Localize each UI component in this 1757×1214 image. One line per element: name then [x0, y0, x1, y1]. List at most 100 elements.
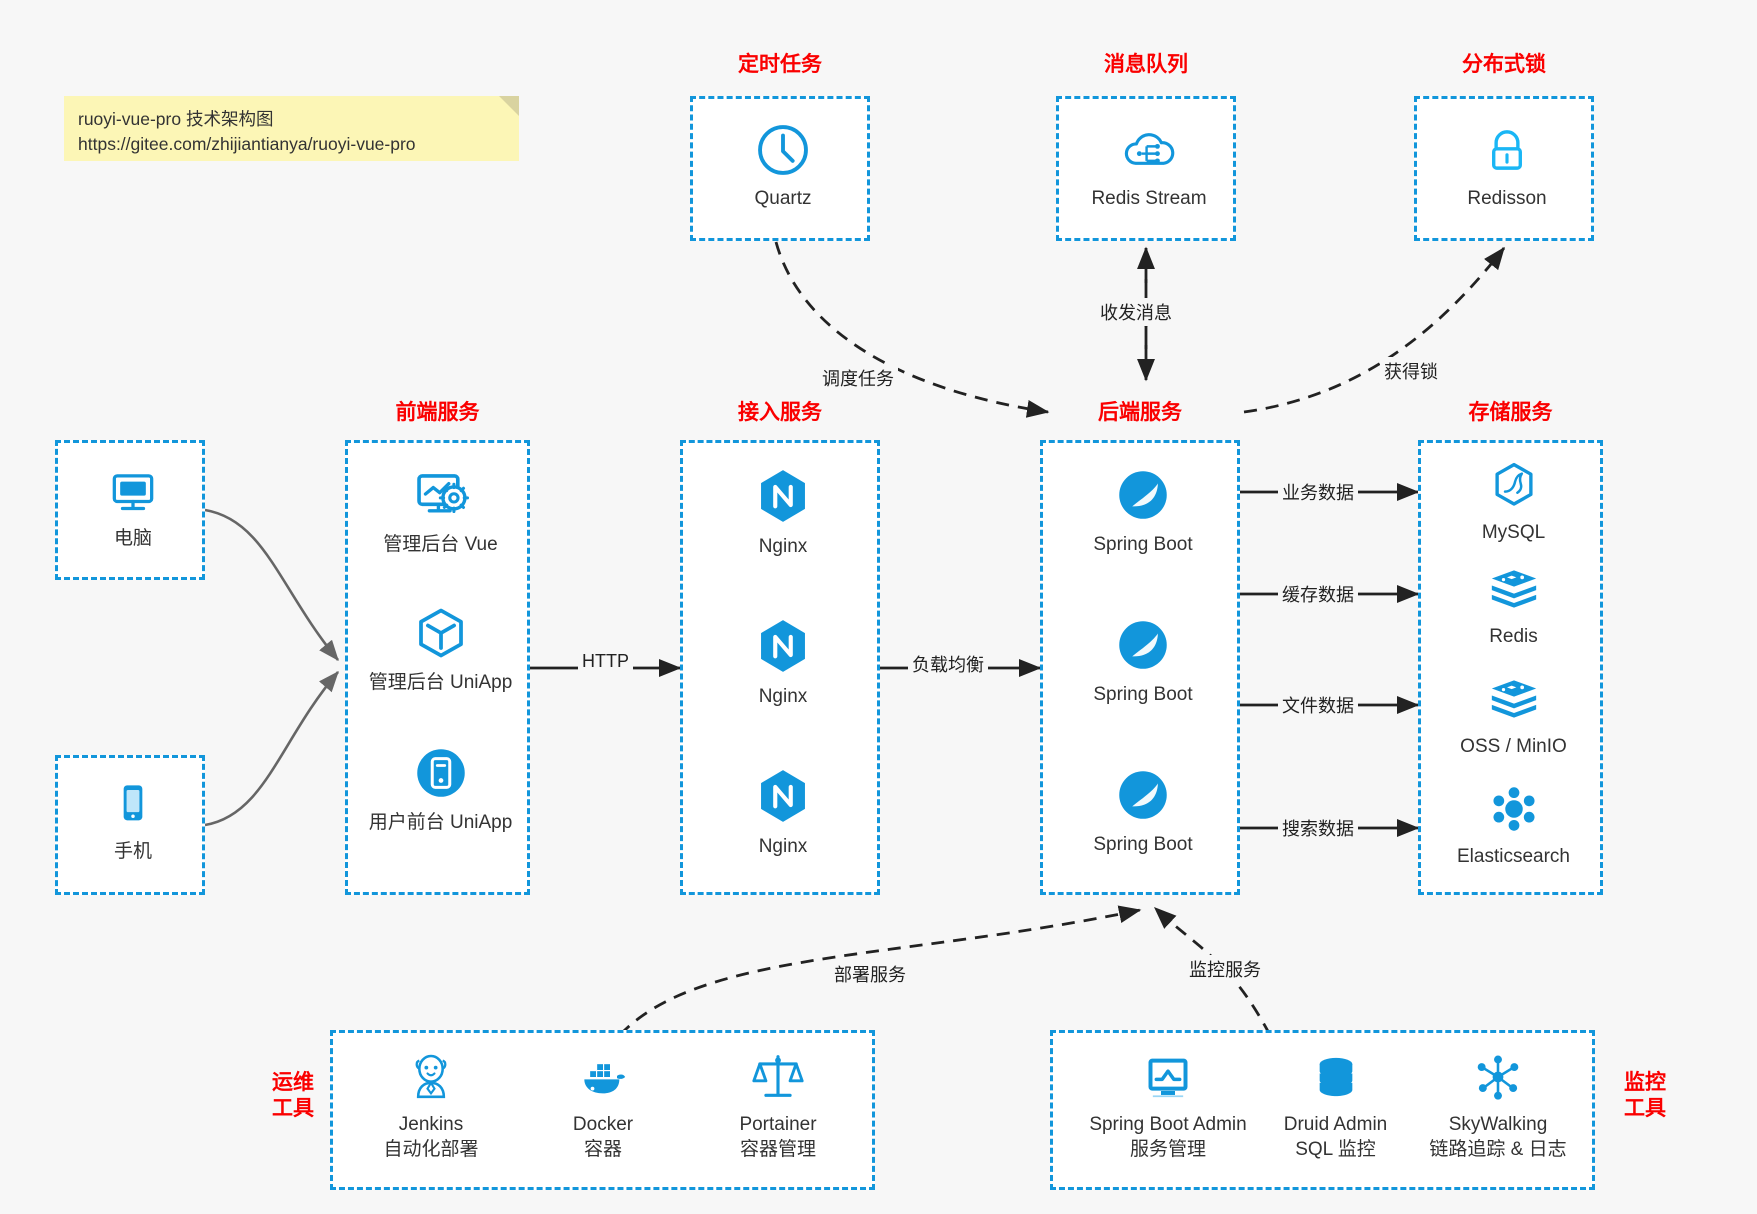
node-sublabel: 链路追踪 & 日志 — [1429, 1138, 1567, 1160]
clock-icon — [758, 125, 808, 175]
node-label: Redisson — [1467, 188, 1547, 209]
group-distributed-lock: Redisson — [1414, 96, 1594, 241]
database-icon — [1319, 1057, 1352, 1097]
node-label: SkyWalking — [1448, 1114, 1548, 1135]
node-spring-boot-1[interactable]: Spring Boot — [1043, 465, 1243, 558]
node-label: Spring Boot — [1093, 834, 1193, 855]
node-label: OSS / MinIO — [1460, 736, 1567, 757]
edge-label-http: HTTP — [578, 650, 633, 673]
node-docker[interactable]: Docker 容器 — [523, 1049, 683, 1162]
node-user-uniapp[interactable]: 用户前台 UniApp — [348, 743, 533, 836]
elasticsearch-icon — [1492, 787, 1535, 831]
node-quartz[interactable]: Quartz — [693, 121, 873, 212]
node-oss-minio[interactable]: OSS / MinIO — [1421, 671, 1606, 760]
node-redisson[interactable]: Redisson — [1417, 121, 1597, 212]
dashboard-gear-icon — [416, 474, 469, 513]
group-title-scheduled-task: 定时任务 — [738, 53, 822, 76]
redis-icon — [1491, 570, 1536, 608]
node-label: Spring Boot — [1093, 534, 1193, 555]
docker-icon — [584, 1064, 626, 1094]
edge-label-load-balance: 负载均衡 — [908, 650, 988, 678]
node-portainer[interactable]: Portainer 容器管理 — [693, 1047, 863, 1162]
node-redis[interactable]: Redis — [1421, 561, 1606, 650]
node-redis-stream[interactable]: Redis Stream — [1059, 121, 1239, 212]
group-gateway: Nginx Nginx Nginx — [680, 440, 880, 895]
nginx-icon — [761, 620, 805, 672]
edge-label-cache-data: 缓存数据 — [1278, 580, 1358, 608]
desktop-icon — [112, 474, 154, 511]
node-desktop[interactable]: 电脑 — [58, 463, 208, 552]
group-devops: Jenkins 自动化部署 Docker 容器 — [330, 1030, 875, 1190]
nginx-icon — [761, 470, 805, 522]
skywalking-icon — [1477, 1055, 1519, 1100]
group-frontend: 管理后台 Vue 管理后台 UniApp 用户前台 UniApp — [345, 440, 530, 895]
node-druid-admin[interactable]: Druid Admin SQL 监控 — [1248, 1049, 1423, 1162]
group-monitoring: Spring Boot Admin 服务管理 Druid Admin SQL 监… — [1050, 1030, 1595, 1190]
node-label: Nginx — [758, 836, 808, 857]
edge-label-file-data: 文件数据 — [1278, 691, 1358, 719]
node-label: 管理后台 Vue — [383, 534, 498, 555]
node-mysql[interactable]: MySQL — [1421, 459, 1606, 546]
node-mobile[interactable]: 手机 — [58, 776, 208, 865]
node-elasticsearch[interactable]: Elasticsearch — [1421, 781, 1606, 870]
node-spring-boot-3[interactable]: Spring Boot — [1043, 765, 1243, 858]
node-spring-boot-2[interactable]: Spring Boot — [1043, 615, 1243, 708]
node-skywalking[interactable]: SkyWalking 链路追踪 & 日志 — [1403, 1049, 1593, 1162]
node-label: Spring Boot — [1093, 684, 1193, 705]
node-admin-vue[interactable]: 管理后台 Vue — [348, 463, 533, 558]
node-label: Nginx — [758, 686, 808, 707]
note-title: ruoyi-vue-pro 技术架构图 — [78, 109, 274, 129]
node-label: 用户前台 UniApp — [368, 812, 513, 833]
edge-label-business-data: 业务数据 — [1278, 478, 1358, 506]
jenkins-icon — [415, 1054, 447, 1099]
node-sublabel: 服务管理 — [1129, 1138, 1206, 1160]
node-label: Jenkins — [398, 1114, 464, 1135]
spring-boot-icon — [1119, 621, 1167, 669]
nginx-icon — [761, 770, 805, 822]
group-title-storage: 存储服务 — [1468, 401, 1553, 424]
node-sublabel: 容器 — [583, 1138, 622, 1160]
node-label: 手机 — [113, 841, 152, 862]
node-sublabel: 容器管理 — [739, 1138, 816, 1160]
diagram-note: ruoyi-vue-pro 技术架构图 https://gitee.com/zh… — [64, 96, 519, 161]
node-spring-boot-admin[interactable]: Spring Boot Admin 服务管理 — [1063, 1049, 1273, 1162]
node-jenkins[interactable]: Jenkins 自动化部署 — [351, 1049, 511, 1162]
node-label: MySQL — [1481, 522, 1546, 543]
oss-minio-icon — [1491, 680, 1536, 718]
edge-label-schedule-task: 调度任务 — [818, 364, 898, 392]
node-label: Spring Boot Admin — [1089, 1114, 1247, 1135]
group-title-backend: 后端服务 — [1098, 401, 1182, 424]
spring-boot-icon — [1119, 471, 1167, 519]
node-label: Nginx — [758, 536, 808, 557]
portainer-icon — [752, 1055, 804, 1097]
group-title-distributed-lock: 分布式锁 — [1462, 53, 1546, 76]
group-title-frontend: 前端服务 — [395, 401, 480, 424]
node-label: Quartz — [754, 188, 812, 209]
lock-icon — [1492, 130, 1522, 170]
mobile-icon — [123, 785, 143, 821]
node-nginx-2[interactable]: Nginx — [683, 615, 883, 710]
group-scheduled-task: Quartz — [690, 96, 870, 241]
group-title-message-queue: 消息队列 — [1104, 53, 1188, 76]
edge-label-monitor-service: 监控服务 — [1185, 955, 1265, 983]
group-title-monitoring-line2: 工具 — [1624, 1097, 1666, 1121]
node-label: Redis Stream — [1091, 188, 1207, 209]
node-nginx-3[interactable]: Nginx — [683, 765, 883, 860]
note-fold-corner — [499, 96, 519, 116]
monitor-chart-icon — [1148, 1058, 1188, 1098]
edge-label-send-receive-message: 收发消息 — [1096, 298, 1176, 326]
edge-label-search-data: 搜索数据 — [1278, 814, 1358, 842]
group-client-mobile: 手机 — [55, 755, 205, 895]
node-label: 管理后台 UniApp — [368, 672, 513, 693]
group-title-monitoring: 监控 工具 — [1610, 1070, 1680, 1123]
node-label: Redis — [1489, 626, 1538, 647]
node-admin-uniapp[interactable]: 管理后台 UniApp — [348, 603, 533, 696]
group-title-devops-line2: 工具 — [272, 1097, 314, 1121]
node-sublabel: SQL 监控 — [1295, 1138, 1376, 1160]
node-label: Docker — [572, 1114, 634, 1135]
group-title-devops-line1: 运维 — [272, 1071, 314, 1094]
mysql-icon — [1494, 462, 1533, 506]
node-nginx-1[interactable]: Nginx — [683, 465, 883, 560]
edge-label-deploy-service: 部署服务 — [830, 960, 910, 988]
